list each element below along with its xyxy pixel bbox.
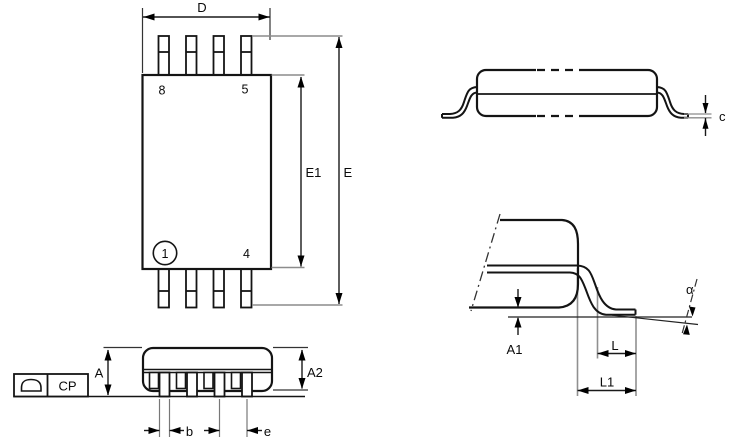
coplanarity-callout: CP <box>13 373 89 398</box>
top-view-bottom-pins <box>157 268 253 309</box>
near-row-leads <box>158 371 253 398</box>
dimension-A1: A1 <box>507 289 523 357</box>
front-view: CP A A2 b <box>13 346 323 439</box>
side-view: c <box>441 66 726 136</box>
package-body-outline <box>141 73 273 271</box>
arrowhead-up <box>702 118 709 129</box>
arrowhead-right <box>625 350 636 357</box>
datum-label-CP: CP <box>58 379 76 394</box>
arrowhead-up <box>104 349 112 361</box>
pin <box>157 35 170 76</box>
package-body-outline <box>475 68 659 118</box>
seating-plane-symbol-icon <box>20 378 42 392</box>
pin <box>157 268 170 309</box>
pin <box>185 268 198 309</box>
arrowhead-right <box>208 427 220 434</box>
top-view: 8 5 4 1 D E E1 <box>141 0 353 309</box>
dim-label-alpha: α <box>686 282 694 297</box>
arrowhead-left <box>597 350 609 357</box>
pin <box>203 371 214 390</box>
lead-detail-view: A1 L L1 α <box>469 213 699 396</box>
pin <box>230 371 242 390</box>
top-view-top-pins <box>157 35 253 76</box>
pin <box>175 371 187 390</box>
dim-label-E: E <box>344 165 353 180</box>
pin-number-8: 8 <box>159 84 166 98</box>
dimension-alpha: α <box>681 278 698 335</box>
dimension-e: e <box>204 399 271 439</box>
pin <box>212 268 225 309</box>
dimension-E1: E1 <box>271 74 322 269</box>
pin <box>240 268 253 309</box>
dimension-L1: L1 <box>577 375 636 394</box>
arrowhead-down <box>514 297 522 308</box>
pin-number-4: 4 <box>243 247 250 261</box>
arrowhead-right <box>148 427 160 434</box>
dim-label-L: L <box>611 338 618 353</box>
dimension-A: A <box>95 346 142 396</box>
arrowhead-down <box>298 378 306 389</box>
left-lead <box>441 86 478 119</box>
arrowhead-down <box>104 384 112 396</box>
arrowhead-up <box>514 317 522 328</box>
dim-label-e: e <box>264 424 271 439</box>
dimension-A2: A2 <box>273 346 323 391</box>
arrowhead-right <box>258 13 270 21</box>
right-lead <box>656 86 689 119</box>
arrowhead-left <box>169 427 181 434</box>
arrowhead-up <box>298 349 306 361</box>
arrowhead-down <box>689 306 696 317</box>
arrowhead-right <box>625 387 636 394</box>
pin-number-5: 5 <box>242 83 249 97</box>
pin <box>212 35 225 76</box>
section-break-line <box>470 213 501 312</box>
dim-label-c: c <box>719 109 726 124</box>
angle-reference-line <box>681 278 698 335</box>
arrowhead-up <box>335 37 343 48</box>
pin <box>185 35 198 76</box>
dimension-D: D <box>141 0 271 73</box>
lead-lower-surface <box>487 271 636 316</box>
arrowhead-left <box>577 387 589 394</box>
dim-label-b: b <box>186 424 193 439</box>
pin1-index-circle <box>152 240 178 266</box>
pin <box>240 35 253 76</box>
arrowhead-down <box>702 103 709 114</box>
dim-label-A2: A2 <box>307 365 323 380</box>
datum-frame <box>13 373 89 398</box>
arrowhead-down <box>297 255 305 267</box>
dimension-c: c <box>684 95 726 136</box>
break-gap <box>536 66 587 74</box>
dim-label-D: D <box>197 0 206 15</box>
arrowhead-left <box>143 13 155 21</box>
arrowhead-down <box>335 293 343 304</box>
dimension-E: E <box>252 35 353 306</box>
lead-upper-surface <box>487 264 636 311</box>
arrowhead-left <box>247 427 258 434</box>
pin <box>213 371 226 398</box>
pin <box>186 371 198 398</box>
dim-label-A1: A1 <box>507 342 523 357</box>
arrowhead-up <box>683 324 690 335</box>
pin-number-1: 1 <box>162 247 169 261</box>
dim-label-E1: E1 <box>306 165 322 180</box>
arrowhead-up <box>297 76 305 88</box>
break-gap <box>536 112 587 120</box>
dim-label-A: A <box>95 366 104 381</box>
dimension-L: L <box>597 338 636 357</box>
dim-label-L1: L1 <box>600 375 614 390</box>
far-row-leads <box>148 371 242 390</box>
pin <box>148 371 160 390</box>
pin <box>241 371 253 398</box>
pin <box>158 371 171 398</box>
dimension-b: b <box>144 399 193 439</box>
package-body-outline <box>469 218 580 309</box>
foot-angle-line <box>611 314 699 326</box>
